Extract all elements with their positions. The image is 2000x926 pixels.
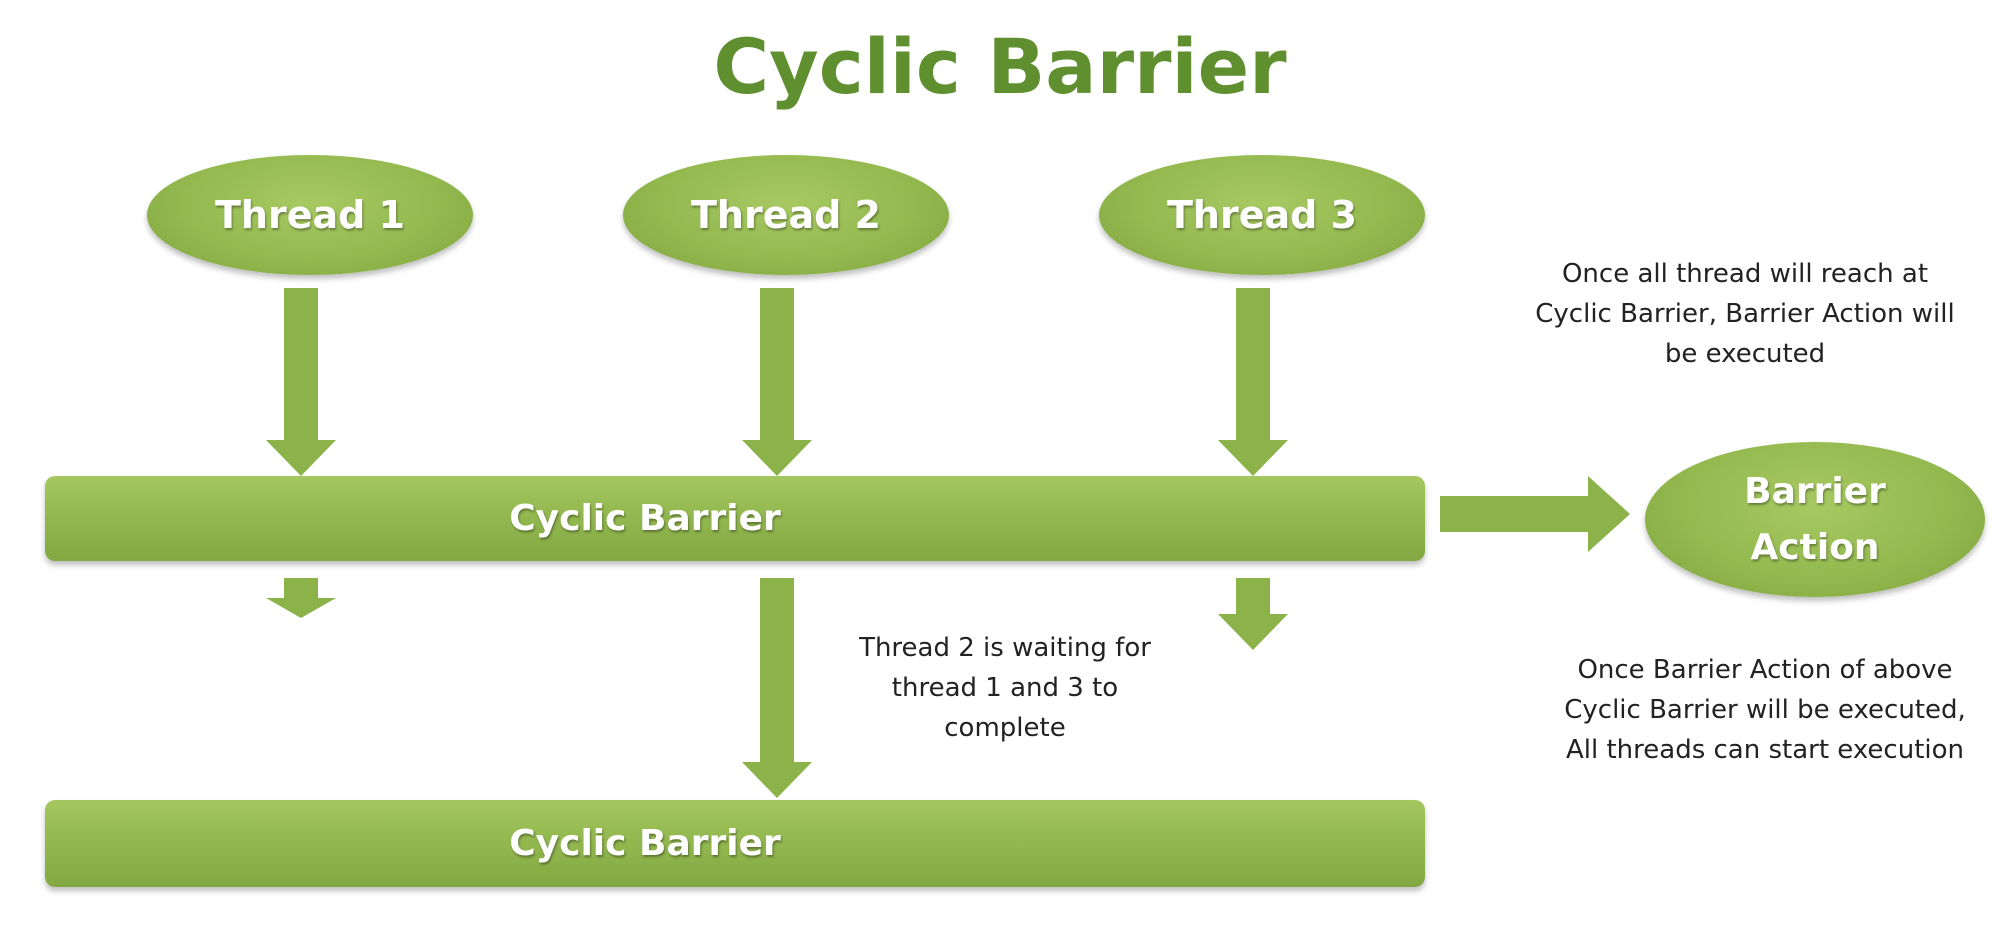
- note-all-threads-reach-line-3: be executed: [1664, 339, 1826, 369]
- note-all-threads-reach-line-2: Cyclic Barrier, Barrier Action will: [1535, 299, 1955, 329]
- thread-2-down-arrow: [742, 288, 812, 476]
- note-after-barrier-action: Once Barrier Action of above Cyclic Barr…: [1530, 650, 2000, 770]
- right-arrow-to-barrier-action: [1440, 476, 1630, 552]
- thread-3-oval: Thread 3: [1099, 155, 1425, 275]
- note-after-barrier-action-line-2: Cyclic Barrier will be executed,: [1564, 695, 1966, 725]
- barrier-action-oval: Barrier Action: [1645, 442, 1985, 597]
- thread-1-short-arrow: [266, 578, 336, 618]
- note-all-threads-reach: Once all thread will reach at Cyclic Bar…: [1500, 254, 1990, 374]
- diagram-title: Cyclic Barrier: [713, 22, 1287, 111]
- thread-1-down-arrow: [266, 288, 336, 476]
- barrier-action-label-line-1: Barrier: [1744, 470, 1886, 512]
- note-thread-2-waiting-line-1: Thread 2 is waiting for: [859, 633, 1151, 663]
- cyclic-barrier-bar-top: Cyclic Barrier: [45, 476, 1425, 561]
- thread-1-oval: Thread 1: [147, 155, 473, 275]
- thread-3-label: Thread 3: [1167, 193, 1357, 237]
- note-after-barrier-action-line-3: All threads can start execution: [1565, 735, 1965, 765]
- note-thread-2-waiting-line-2: thread 1 and 3 to: [891, 673, 1119, 703]
- thread-1-label: Thread 1: [215, 193, 405, 237]
- note-all-threads-reach-line-1: Once all thread will reach at: [1561, 259, 1929, 289]
- thread-2-label: Thread 2: [691, 193, 881, 237]
- note-thread-2-waiting-line-3: complete: [944, 713, 1066, 743]
- cyclic-barrier-bar-bottom: Cyclic Barrier: [45, 800, 1425, 887]
- cyclic-barrier-top-label: Cyclic Barrier: [509, 498, 781, 539]
- cyclic-barrier-bottom-label: Cyclic Barrier: [509, 823, 781, 864]
- thread-3-down-arrow: [1218, 288, 1288, 476]
- note-after-barrier-action-line-1: Once Barrier Action of above: [1577, 655, 1953, 685]
- note-thread-2-waiting: Thread 2 is waiting for thread 1 and 3 t…: [830, 628, 1180, 748]
- barrier-action-label-line-2: Action: [1750, 526, 1880, 568]
- thread-2-oval: Thread 2: [623, 155, 949, 275]
- thread-3-short-arrow: [1218, 578, 1288, 650]
- thread-2-long-arrow: [742, 578, 812, 798]
